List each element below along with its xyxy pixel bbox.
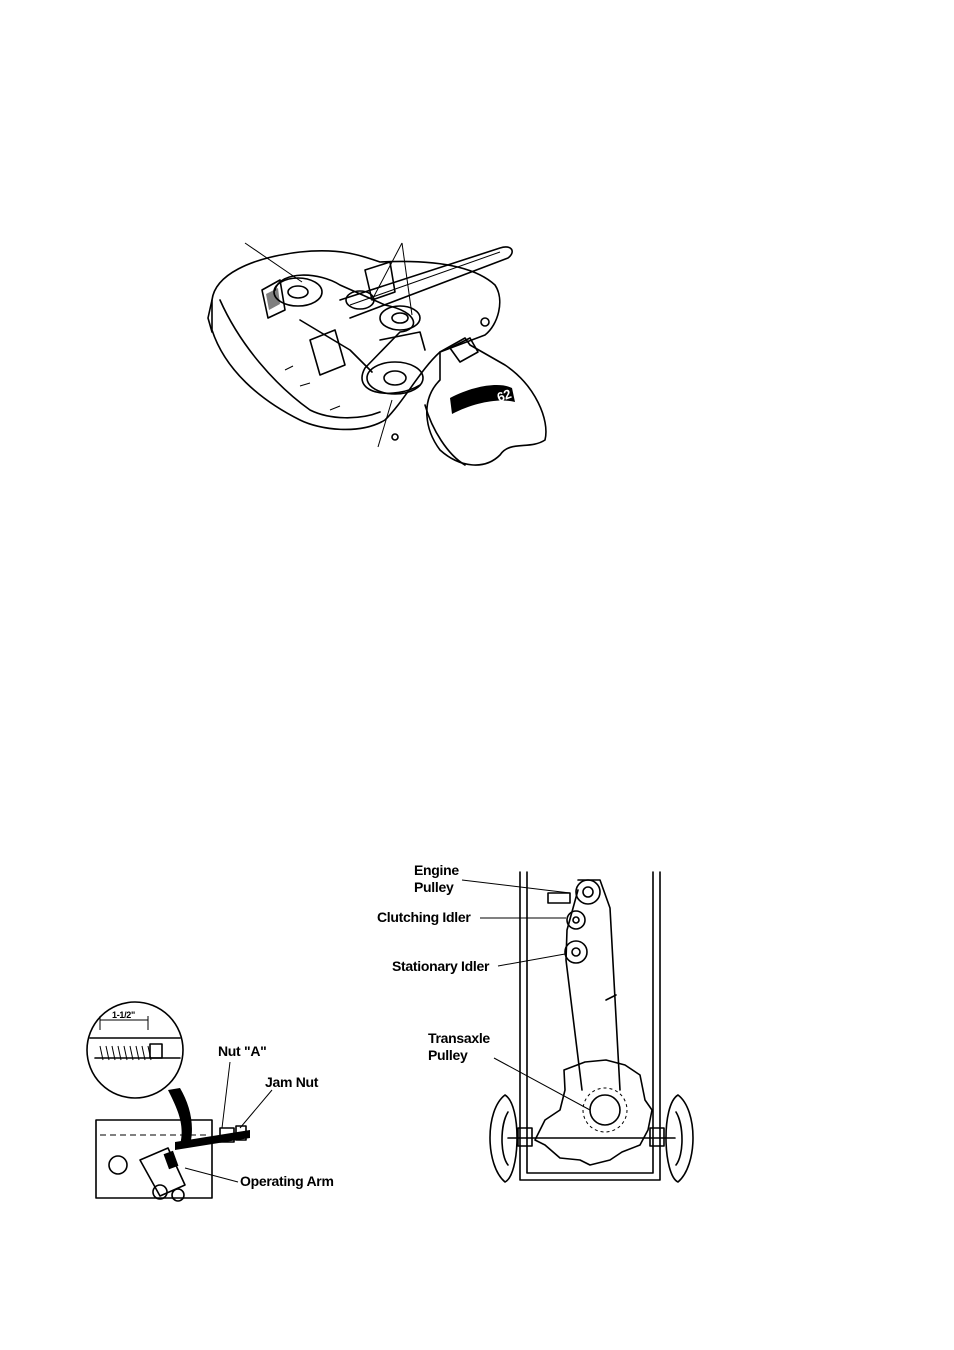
arm-spring bbox=[164, 1151, 179, 1169]
detail-nut bbox=[150, 1044, 162, 1058]
leader-jam-nut bbox=[240, 1090, 272, 1128]
leader-nut-a bbox=[222, 1062, 230, 1128]
detail-circle bbox=[87, 1002, 183, 1098]
pivot-left bbox=[109, 1156, 127, 1174]
label-operating-arm: Operating Arm bbox=[240, 1173, 334, 1189]
label-jam-nut: Jam Nut bbox=[265, 1074, 318, 1090]
detail-pointer bbox=[168, 1088, 192, 1145]
dimension-label: 1-1/2" bbox=[112, 1010, 135, 1020]
operating-arm bbox=[140, 1148, 185, 1196]
label-nut-a: Nut "A" bbox=[218, 1043, 267, 1059]
